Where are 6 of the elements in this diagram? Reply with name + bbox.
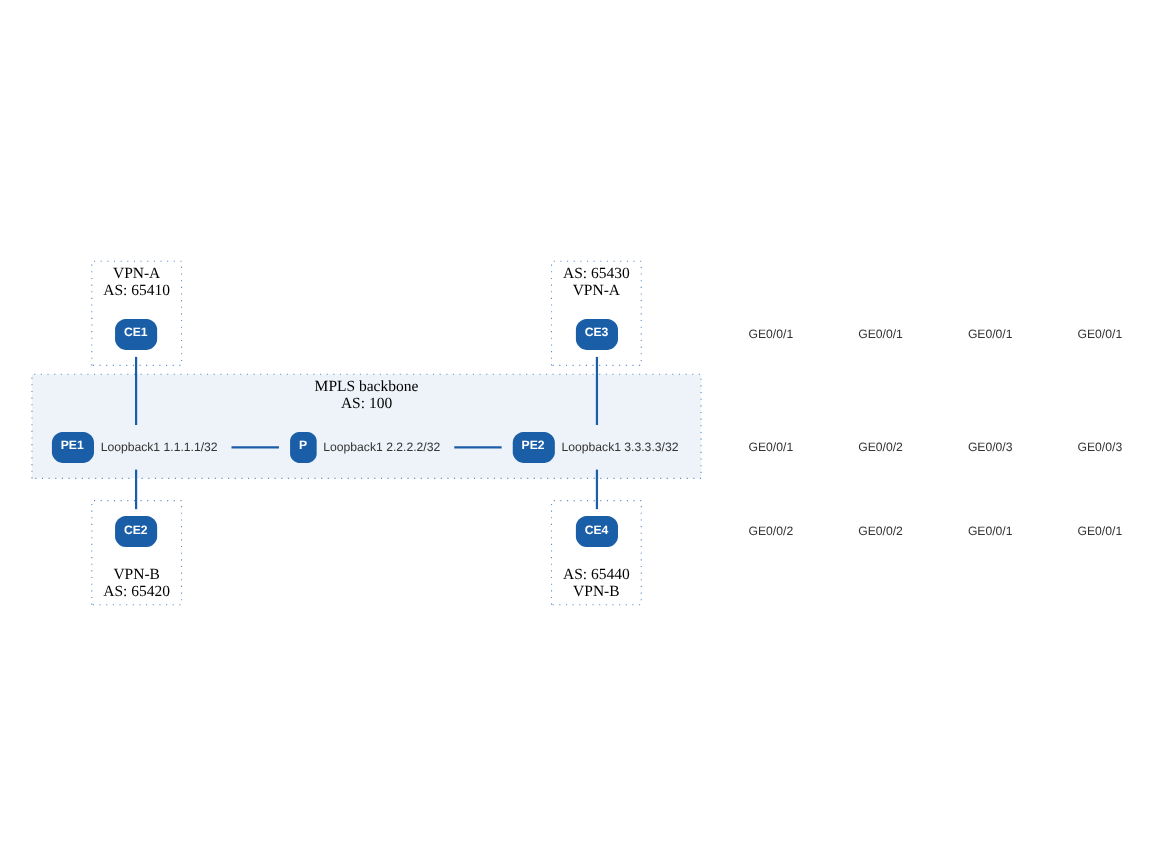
connector bbox=[231, 445, 279, 448]
connector bbox=[135, 468, 138, 509]
connector bbox=[454, 445, 502, 448]
connector bbox=[595, 468, 599, 509]
connector bbox=[135, 355, 138, 424]
connector bbox=[595, 355, 599, 424]
